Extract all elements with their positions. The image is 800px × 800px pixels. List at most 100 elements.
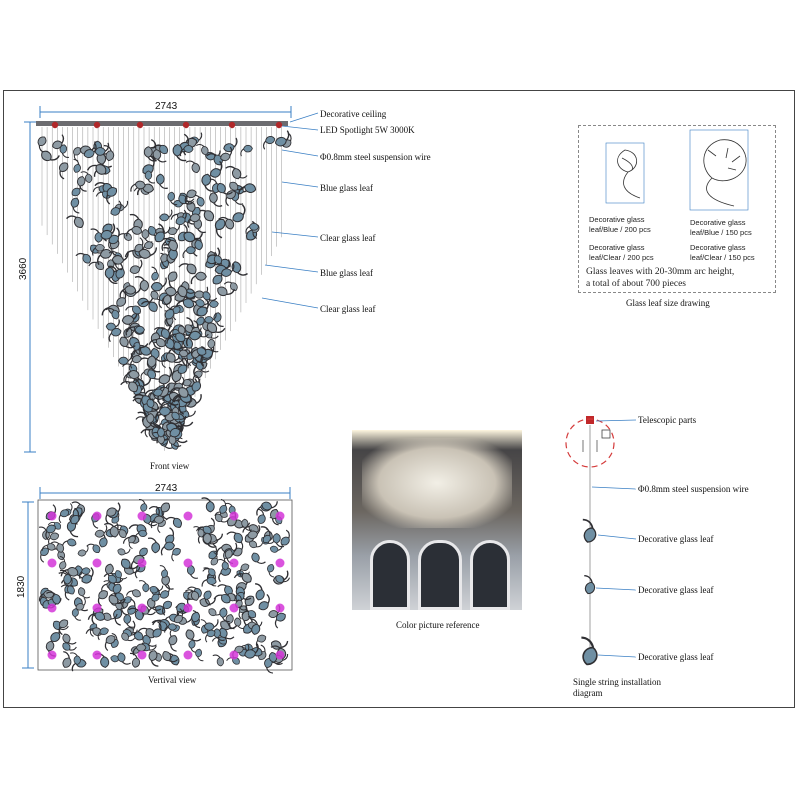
front-view-caption: Front view bbox=[150, 461, 190, 471]
blue-glass-leaf bbox=[113, 608, 123, 626]
blue-glass-leaf bbox=[120, 558, 139, 570]
vertical-view-spotlight bbox=[137, 511, 147, 521]
blue-glass-leaf bbox=[78, 567, 91, 580]
vertical-view-spotlight bbox=[229, 511, 239, 521]
vertical-view-spotlight bbox=[183, 603, 193, 613]
clear-glass-leaf bbox=[192, 370, 203, 385]
callout-telescopic-parts: Telescopic parts bbox=[638, 415, 697, 425]
clear-glass-leaf bbox=[174, 608, 184, 624]
clear-glass-leaf bbox=[129, 259, 143, 274]
vertical-view-spotlight bbox=[47, 603, 57, 613]
blue-glass-leaf bbox=[155, 406, 172, 422]
clear-glass-leaf bbox=[143, 146, 157, 162]
blue-glass-leaf bbox=[150, 277, 167, 292]
blue-glass-leaf bbox=[275, 575, 291, 583]
blue-glass-leaf bbox=[177, 357, 188, 374]
clear-glass-leaf bbox=[239, 563, 250, 577]
blue-glass-leaf bbox=[70, 197, 80, 214]
blue-glass-leaf bbox=[220, 262, 235, 277]
blue-glass-leaf bbox=[182, 246, 196, 259]
front-width-dimension: 2743 bbox=[155, 101, 178, 112]
clear-glass-leaf bbox=[220, 146, 233, 162]
blue-glass-leaf bbox=[108, 327, 122, 343]
clear-glass-leaf bbox=[242, 524, 259, 533]
blue-glass-leaf bbox=[151, 587, 160, 602]
blue-glass-leaf bbox=[250, 618, 261, 635]
clear-glass-leaf bbox=[76, 176, 87, 192]
blue-glass-leaf bbox=[87, 611, 105, 621]
clear-glass-leaf bbox=[119, 336, 136, 349]
blue-glass-leaf bbox=[152, 144, 168, 154]
blue-glass-leaf bbox=[203, 619, 219, 631]
clear-glass-leaf bbox=[129, 652, 141, 668]
clear-glass-leaf bbox=[184, 589, 200, 601]
led-spotlight bbox=[93, 121, 101, 129]
blue-glass-leaf bbox=[58, 509, 70, 524]
led-spotlight bbox=[228, 121, 236, 129]
single-string-assembly bbox=[565, 416, 615, 665]
blue-glass-leaf bbox=[219, 607, 230, 623]
clear-glass-leaf bbox=[207, 338, 219, 353]
clear-glass-leaf bbox=[225, 190, 236, 207]
blue-glass-leaf bbox=[123, 614, 134, 628]
blue-glass-leaf bbox=[153, 424, 165, 438]
clear-glass-leaf bbox=[212, 654, 224, 667]
blue-glass-leaf bbox=[153, 383, 165, 397]
clear-glass-leaf bbox=[37, 136, 47, 153]
blue-glass-leaf bbox=[205, 629, 216, 643]
blue-glass-leaf bbox=[203, 590, 212, 606]
blue-glass-leaf bbox=[175, 209, 187, 225]
blue-glass-leaf bbox=[274, 612, 286, 629]
clear-glass-leaf bbox=[117, 232, 132, 241]
blue-glass-leaf bbox=[267, 564, 275, 578]
vertical-view-spotlight bbox=[92, 603, 102, 613]
clear-glass-leaf bbox=[223, 281, 238, 291]
vertical-view-spotlights bbox=[47, 511, 285, 660]
blue-glass-leaf bbox=[71, 608, 82, 621]
blue-glass-leaf bbox=[75, 252, 92, 264]
clear-glass-leaf bbox=[152, 149, 167, 163]
blue-glass-leaf bbox=[191, 194, 205, 207]
clear-glass-leaf bbox=[52, 134, 65, 150]
blue-glass-leaf bbox=[240, 144, 253, 157]
clear-glass-leaf bbox=[190, 271, 207, 285]
vertical-view-spotlight bbox=[92, 558, 102, 568]
led-spotlight bbox=[275, 121, 283, 129]
blue-glass-leaf bbox=[268, 652, 283, 665]
clear-glass-leaf bbox=[121, 632, 136, 642]
blue-glass-leaf bbox=[584, 574, 596, 595]
clear-glass-leaf bbox=[177, 285, 195, 299]
clear-glass-leaf bbox=[206, 322, 226, 333]
blue-glass-leaf bbox=[86, 543, 101, 554]
blue-glass-leaf bbox=[70, 507, 80, 525]
leaf-size-drawing-box bbox=[578, 125, 776, 293]
vertical-view-spotlight bbox=[137, 603, 147, 613]
blue-glass-leaf bbox=[185, 330, 202, 347]
vertical-width-dimension: 2743 bbox=[155, 483, 178, 494]
blue-glass-leaf bbox=[154, 223, 165, 243]
blue-glass-leaf bbox=[155, 173, 168, 189]
blue-glass-leaf bbox=[128, 607, 144, 621]
blue-glass-leaf bbox=[582, 518, 597, 543]
callout-string-leaf-1: Decorative glass leaf bbox=[638, 534, 714, 544]
leaf-small-clear-text: Decorative glass leaf/Clear / 200 pcs bbox=[589, 243, 654, 262]
clear-glass-leaf bbox=[138, 247, 157, 259]
blue-glass-leaf bbox=[207, 254, 223, 265]
clear-glass-leaf bbox=[58, 619, 69, 636]
clear-glass-leaf bbox=[241, 518, 252, 531]
blue-glass-leaf bbox=[59, 569, 72, 585]
led-spotlight bbox=[51, 121, 59, 129]
clear-glass-leaf bbox=[97, 590, 108, 607]
blue-glass-leaf bbox=[190, 347, 207, 356]
photo-caption: Color picture reference bbox=[396, 620, 480, 630]
clear-glass-leaf bbox=[169, 387, 189, 398]
leaf-size-caption: Glass leaf size drawing bbox=[626, 298, 710, 308]
callout-string-leaf-2: Decorative glass leaf bbox=[638, 585, 714, 595]
blue-glass-leaf bbox=[105, 319, 120, 331]
callout-blue-glass-leaf-2: Blue glass leaf bbox=[320, 268, 373, 278]
blue-glass-leaf bbox=[165, 516, 182, 528]
blue-glass-leaf bbox=[152, 621, 162, 638]
clear-glass-leaf bbox=[62, 650, 72, 668]
vertical-view-spotlight bbox=[275, 603, 285, 613]
blue-glass-leaf bbox=[186, 564, 199, 579]
